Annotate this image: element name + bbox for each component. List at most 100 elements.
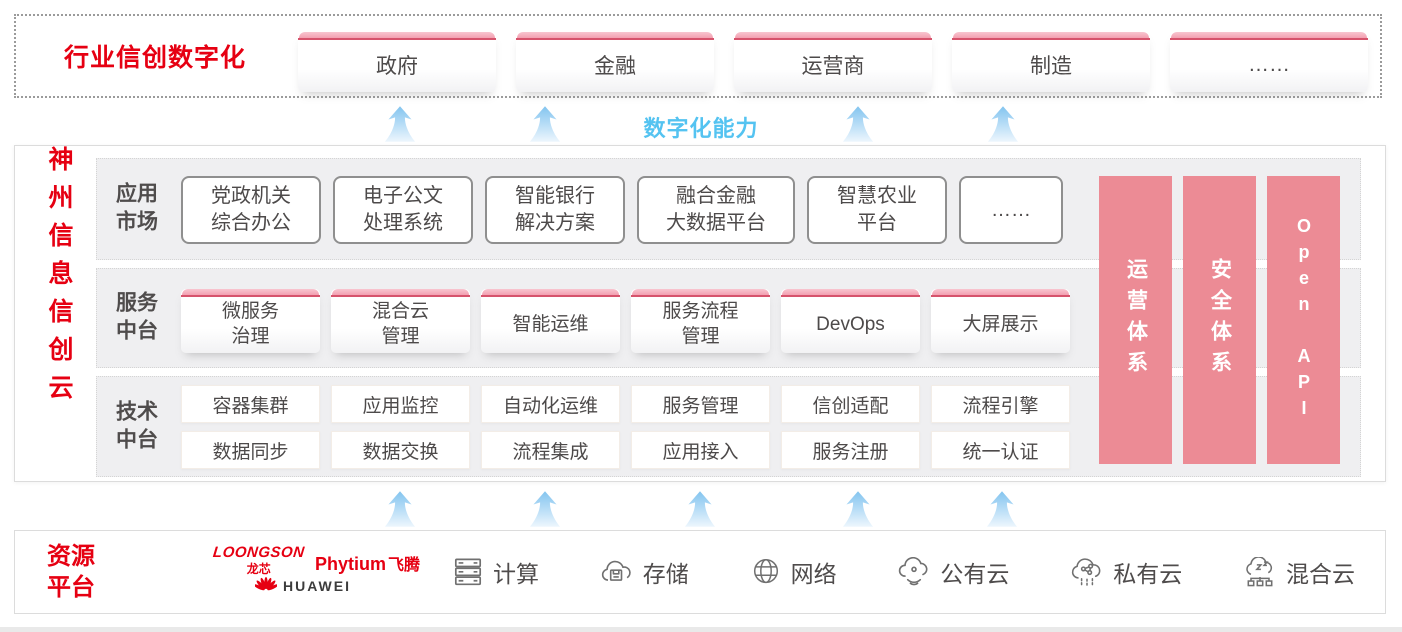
tech-box: 数据同步 [181, 431, 320, 469]
resource-item-label: 私有云 [1113, 561, 1183, 587]
tech-box-label: 应用接入 [662, 441, 739, 463]
tech-box-label: 应用监控 [362, 395, 439, 417]
tech-box-label: 自动化运维 [502, 395, 598, 417]
industry-label: 金融 [594, 55, 636, 78]
up-arrow-icon [384, 106, 416, 142]
hybrid-cloud-icon [1246, 556, 1273, 586]
service-box-label: 大屏展示 [962, 313, 1039, 335]
service-box: 微服务 治理 [181, 289, 320, 353]
industry-box-operator: 运营商 [734, 32, 932, 92]
huawei-flower-icon [255, 577, 277, 591]
tech-box: 自动化运维 [481, 385, 620, 423]
resource-item-compute: 计算 [451, 555, 539, 589]
huawei-logo: HUAWEI [255, 577, 351, 594]
app-box-label: 电子公文 处理系统 [363, 185, 443, 234]
tech-box-label: 数据交换 [362, 441, 439, 463]
tech-box-label: 服务管理 [662, 395, 739, 417]
resource-item-label: 存储 [642, 561, 689, 587]
resource-item-label: 混合云 [1285, 561, 1355, 587]
service-box-label: 服务流程 管理 [662, 301, 739, 347]
loongson-logo: LOONGSON 龙芯 [212, 544, 306, 577]
tech-box: 信创适配 [781, 385, 920, 423]
pillar-security-system: 安全体系 [1183, 176, 1256, 464]
loongson-wordmark: LOONGSON [212, 544, 306, 561]
resource-item-label: 计算 [493, 561, 539, 587]
service-box: 服务流程 管理 [631, 289, 770, 353]
digital-capability-label: 数字化能力 [643, 116, 759, 141]
service-box-label: DevOps [816, 313, 885, 335]
server-icon [454, 558, 482, 586]
app-box-label: 智能银行 解决方案 [515, 185, 595, 234]
app-box-label: 融合金融 大数据平台 [666, 185, 766, 234]
up-arrow-icon [842, 106, 874, 142]
cloud-platform-panel: 神州信息信创云 应用 市场 党政机关 综合办公 电子公文 处理系统 智能银行 解… [14, 145, 1386, 482]
app-box-label: 党政机关 综合办公 [211, 185, 291, 234]
tech-box: 服务注册 [781, 431, 920, 469]
app-box-row: 党政机关 综合办公 电子公文 处理系统 智能银行 解决方案 融合金融 大数据平台… [181, 176, 1063, 244]
industry-box-government: 政府 [298, 32, 496, 92]
pillar-open-api: Open API [1267, 176, 1340, 464]
resource-item-storage: 存储 [599, 555, 689, 589]
industry-label: 政府 [376, 55, 418, 78]
tech-box-label: 统一认证 [962, 441, 1039, 463]
resource-item-network: 网络 [749, 555, 837, 589]
app-box: 党政机关 综合办公 [181, 176, 321, 244]
service-box-row: 微服务 治理 混合云 管理 智能运维 服务流程 管理 DevOps 大屏展示 [181, 289, 1070, 353]
up-arrow-icon [986, 491, 1018, 527]
service-box-label: 微服务 治理 [221, 301, 279, 347]
network-icon [753, 559, 778, 584]
tech-box: 统一认证 [931, 431, 1070, 469]
resource-item-public-cloud: 公有云 [896, 555, 1009, 589]
app-box: 融合金融 大数据平台 [637, 176, 795, 244]
industry-box-row: 政府 金融 运营商 制造 …… [298, 32, 1368, 92]
resource-item-hybrid-cloud: 混合云 [1242, 555, 1355, 589]
private-cloud-icon [1072, 557, 1101, 586]
app-box: 智能银行 解决方案 [485, 176, 625, 244]
service-box-label: 混合云 管理 [371, 301, 429, 347]
tech-box-label: 服务注册 [812, 441, 889, 463]
phytium-chinese-name: 飞腾 [388, 557, 421, 574]
tech-box: 应用接入 [631, 431, 770, 469]
up-arrow-icon [987, 106, 1019, 142]
tech-box: 数据交换 [331, 431, 470, 469]
app-box: 智慧农业 平台 [807, 176, 947, 244]
huawei-wordmark: HUAWEI [283, 577, 351, 594]
tech-box-label: 容器集群 [212, 395, 289, 417]
industry-box-finance: 金融 [516, 32, 714, 92]
phytium-wordmark: Phytium [315, 554, 387, 574]
app-box: 电子公文 处理系统 [333, 176, 473, 244]
tech-box-label: 流程集成 [512, 441, 589, 463]
pillar-operation-system: 运营体系 [1099, 176, 1172, 464]
tech-box: 服务管理 [631, 385, 770, 423]
row-label-tech-platform: 技术 中台 [116, 400, 158, 452]
service-box: 大屏展示 [931, 289, 1070, 353]
bottom-strip [0, 627, 1402, 632]
loongson-chinese-name: 龙芯 [246, 562, 271, 576]
app-box-more: …… [959, 176, 1063, 244]
service-box: 混合云 管理 [331, 289, 470, 353]
service-box: DevOps [781, 289, 920, 353]
up-arrow-icon [529, 491, 561, 527]
industry-label: …… [1248, 53, 1290, 76]
up-arrow-icon [842, 491, 874, 527]
tech-box-row: 数据同步 数据交换 流程集成 应用接入 服务注册 统一认证 [181, 431, 1070, 469]
tech-box-label: 信创适配 [812, 395, 889, 417]
app-box-label: …… [991, 198, 1031, 221]
resource-panel-title: 资源 平台 [47, 542, 95, 601]
storage-icon [601, 560, 631, 581]
up-arrow-icon [529, 106, 561, 142]
tech-box: 应用监控 [331, 385, 470, 423]
tech-box: 流程集成 [481, 431, 620, 469]
industry-box-manufacturing: 制造 [952, 32, 1150, 92]
row-label-app-market: 应用 市场 [116, 182, 158, 234]
service-box-label: 智能运维 [512, 313, 589, 335]
tech-box-label: 数据同步 [212, 441, 289, 463]
resource-item-label: 公有云 [940, 561, 1010, 587]
tech-box: 容器集群 [181, 385, 320, 423]
up-arrow-icon [684, 491, 716, 527]
app-box-label: 智慧农业 平台 [837, 185, 917, 234]
resource-item-private-cloud: 私有云 [1069, 555, 1182, 589]
resource-item-label: 网络 [790, 561, 837, 587]
